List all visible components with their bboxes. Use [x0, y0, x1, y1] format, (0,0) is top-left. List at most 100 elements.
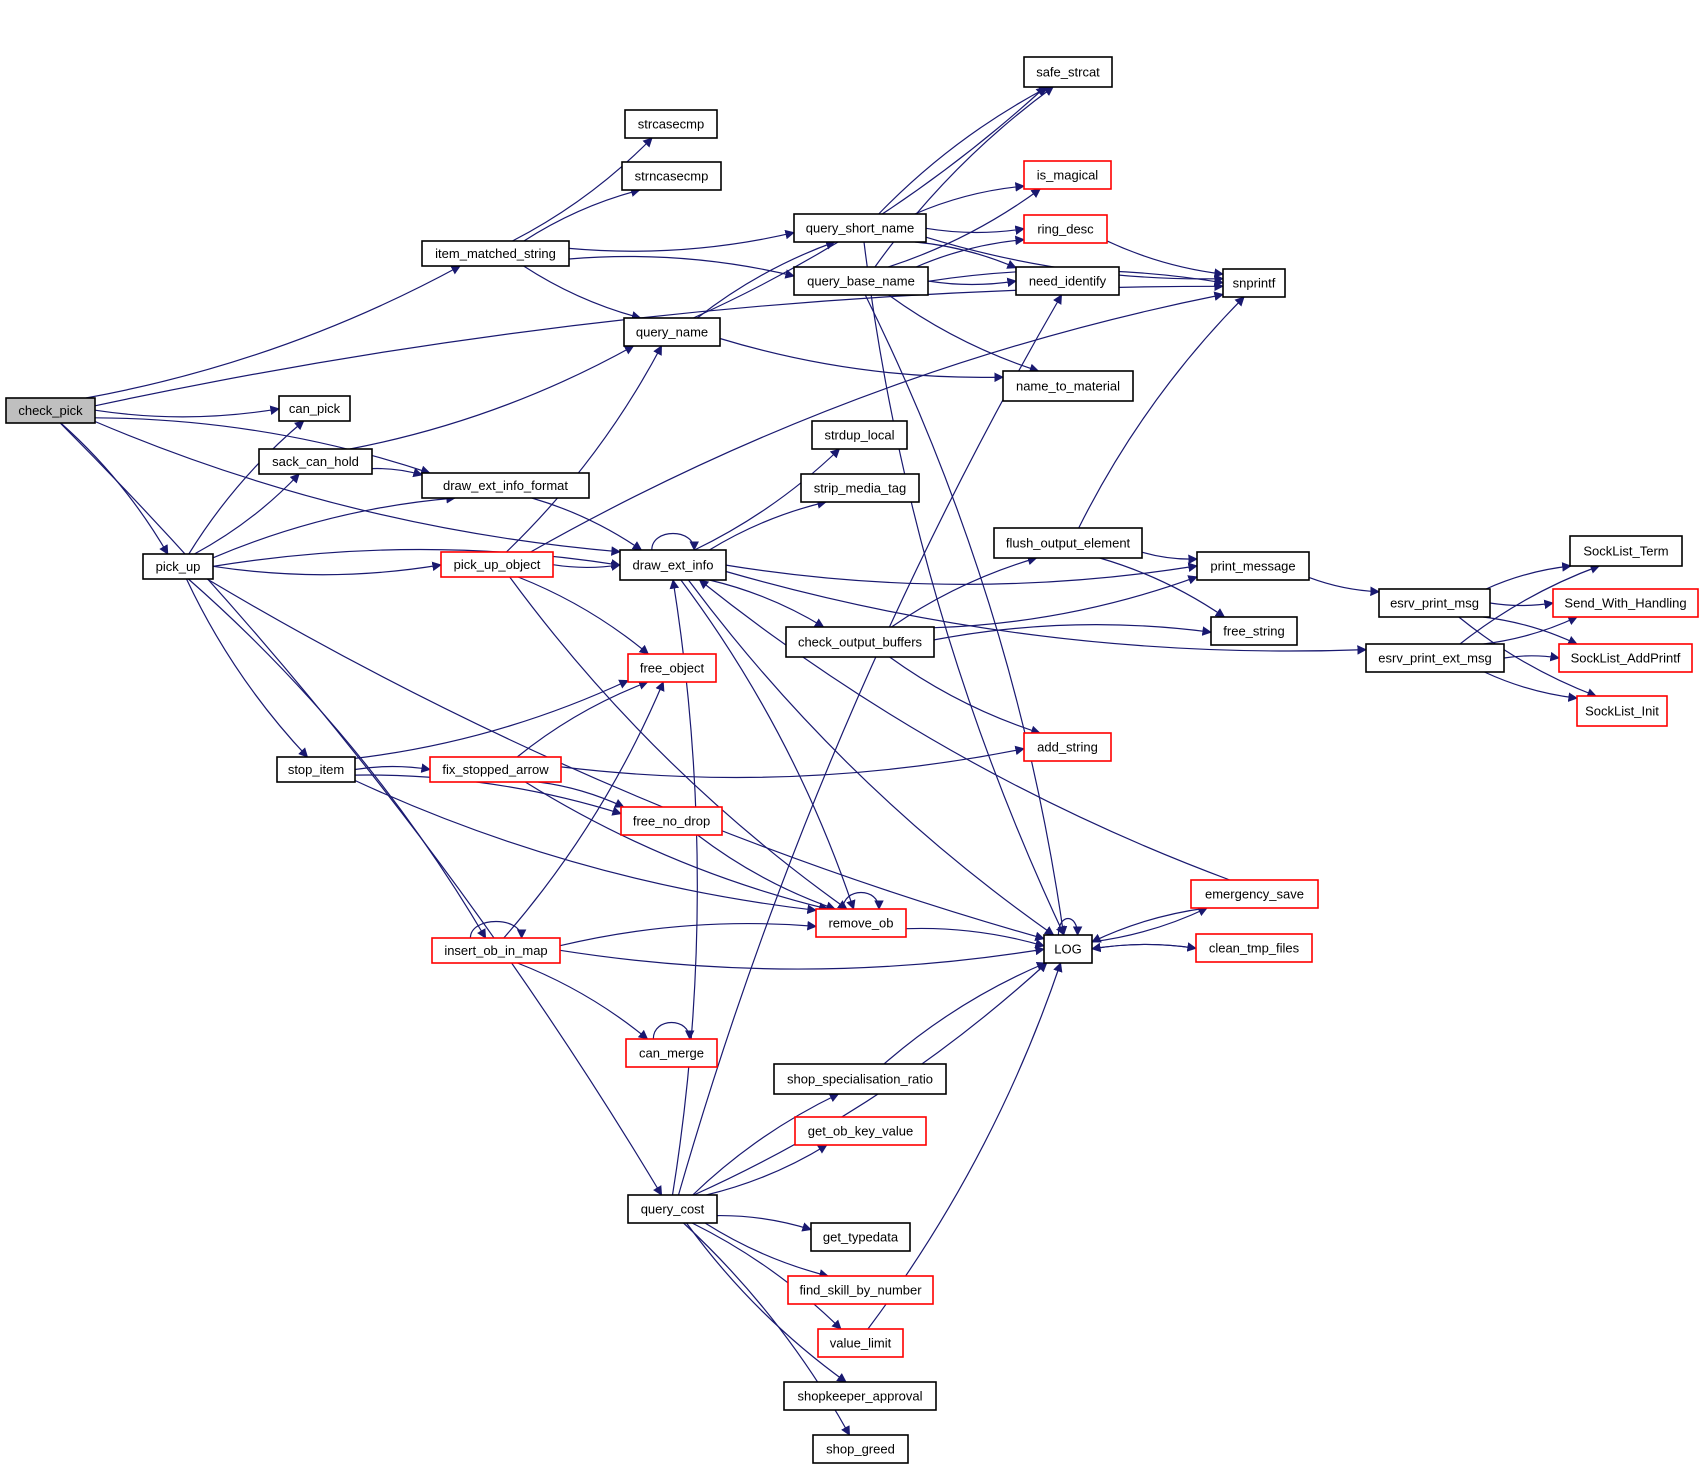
edge-emergency_save-to-draw_ext_info: [698, 579, 1231, 881]
node-box-need_identify: [1015, 266, 1120, 296]
node-label-safe_strcat: safe_strcat: [1036, 65, 1100, 80]
edge-item_matched_string-to-strcasecmp: [512, 137, 653, 242]
node-name_to_material[interactable]: name_to_material: [1002, 370, 1134, 402]
node-shop_greed[interactable]: shop_greed: [812, 1434, 909, 1464]
node-label-strip_media_tag: strip_media_tag: [814, 481, 907, 496]
node-need_identify[interactable]: need_identify: [1015, 266, 1120, 296]
node-check_pick[interactable]: check_pick: [5, 397, 96, 424]
node-strip_media_tag[interactable]: strip_media_tag: [800, 473, 920, 503]
node-query_name[interactable]: query_name: [623, 317, 721, 347]
node-shopkeeper_approval[interactable]: shopkeeper_approval: [783, 1381, 937, 1411]
edge-clean_tmp_files-to-LOG: [1091, 942, 1197, 953]
edge-pick_up-to-can_pick: [188, 420, 305, 555]
node-ring_desc[interactable]: ring_desc: [1023, 214, 1108, 244]
edge-draw_ext_info-to-esrv_print_ext_msg: [725, 570, 1367, 655]
node-box-flush_output_element: [993, 527, 1143, 559]
edge-draw_ext_info-to-strip_media_tag: [709, 499, 827, 551]
node-find_skill_by_number[interactable]: find_skill_by_number: [787, 1275, 934, 1305]
node-SockList_Init[interactable]: SockList_Init: [1576, 695, 1668, 727]
edge-draw_ext_info-to-draw_ext_info: [651, 532, 699, 551]
node-get_ob_key_value[interactable]: get_ob_key_value: [794, 1116, 927, 1146]
node-esrv_print_ext_msg[interactable]: esrv_print_ext_msg: [1365, 643, 1505, 673]
node-remove_ob[interactable]: remove_ob: [815, 908, 907, 938]
node-pick_up_object[interactable]: pick_up_object: [440, 551, 554, 578]
node-shop_specialisation_ratio[interactable]: shop_specialisation_ratio: [773, 1063, 947, 1095]
node-query_cost[interactable]: query_cost: [627, 1194, 718, 1224]
node-add_string[interactable]: add_string: [1023, 732, 1112, 762]
node-check_output_buffers[interactable]: check_output_buffers: [785, 626, 935, 658]
node-label-query_name: query_name: [636, 325, 708, 340]
node-query_short_name[interactable]: query_short_name: [793, 213, 927, 243]
node-esrv_print_msg[interactable]: esrv_print_msg: [1378, 588, 1491, 618]
node-label-shop_greed: shop_greed: [826, 1442, 895, 1457]
node-SockList_AddPrintf[interactable]: SockList_AddPrintf: [1558, 643, 1693, 673]
node-value_limit[interactable]: value_limit: [817, 1328, 904, 1358]
edge-LOG-to-emergency_save: [1091, 907, 1208, 943]
node-pick_up[interactable]: pick_up: [142, 553, 214, 580]
node-draw_ext_info_format[interactable]: draw_ext_info_format: [421, 472, 590, 499]
node-strdup_local[interactable]: strdup_local: [811, 420, 908, 450]
node-box-strdup_local: [811, 420, 908, 450]
edge-esrv_print_msg-to-SockList_Term: [1485, 562, 1572, 590]
node-label-clean_tmp_files: clean_tmp_files: [1209, 941, 1300, 956]
node-label-SockList_Term: SockList_Term: [1583, 544, 1668, 559]
edge-esrv_print_msg-to-SockList_Init: [1458, 616, 1597, 698]
node-box-esrv_print_ext_msg: [1365, 643, 1505, 673]
node-stop_item[interactable]: stop_item: [276, 756, 356, 783]
edge-esrv_print_msg-to-Send_With_Handling: [1489, 599, 1554, 610]
edge-emergency_save-to-LOG: [1091, 907, 1208, 943]
node-free_object[interactable]: free_object: [627, 653, 717, 683]
node-strncasecmp[interactable]: strncasecmp: [621, 161, 722, 191]
node-box-check_output_buffers: [785, 626, 935, 658]
edge-query_short_name-to-ring_desc: [925, 225, 1025, 235]
node-emergency_save[interactable]: emergency_save: [1190, 879, 1319, 909]
node-box-shop_greed: [812, 1434, 909, 1464]
node-label-ring_desc: ring_desc: [1037, 222, 1094, 237]
node-box-emergency_save: [1190, 879, 1319, 909]
node-fix_stopped_arrow[interactable]: fix_stopped_arrow: [429, 756, 562, 783]
node-label-value_limit: value_limit: [830, 1336, 892, 1351]
node-box-remove_ob: [815, 908, 907, 938]
node-clean_tmp_files[interactable]: clean_tmp_files: [1195, 933, 1313, 963]
edge-esrv_print_msg-to-SockList_AddPrintf: [1483, 616, 1578, 645]
node-free_no_drop[interactable]: free_no_drop: [620, 806, 723, 836]
edge-ring_desc-to-snprintf: [1106, 240, 1224, 278]
node-can_merge[interactable]: can_merge: [625, 1038, 718, 1068]
node-box-SockList_Init: [1576, 695, 1668, 727]
node-label-draw_ext_info: draw_ext_info: [633, 558, 714, 573]
node-label-can_pick: can_pick: [289, 401, 341, 416]
edge-pick_up_object-to-free_object: [517, 576, 650, 655]
node-get_typedata[interactable]: get_typedata: [810, 1222, 911, 1252]
edge-query_short_name-to-LOG: [863, 241, 1065, 936]
node-strcasecmp[interactable]: strcasecmp: [624, 109, 718, 139]
edge-query_base_name-to-name_to_material: [888, 294, 1040, 373]
node-insert_ob_in_map[interactable]: insert_ob_in_map: [431, 937, 561, 964]
node-flush_output_element[interactable]: flush_output_element: [993, 527, 1143, 559]
node-box-sack_can_hold: [258, 448, 373, 475]
node-query_base_name[interactable]: query_base_name: [793, 266, 929, 296]
node-label-insert_ob_in_map: insert_ob_in_map: [444, 943, 547, 958]
node-is_magical[interactable]: is_magical: [1023, 160, 1112, 190]
node-sack_can_hold[interactable]: sack_can_hold: [258, 448, 373, 475]
node-print_message[interactable]: print_message: [1196, 551, 1310, 581]
node-draw_ext_info[interactable]: draw_ext_info: [619, 549, 727, 581]
node-box-safe_strcat: [1023, 56, 1113, 88]
edge-shop_specialisation_ratio-to-LOG: [883, 961, 1047, 1065]
edge-pick_up-to-stop_item: [185, 578, 309, 758]
node-free_string[interactable]: free_string: [1210, 616, 1298, 646]
edge-esrv_print_ext_msg-to-SockList_AddPrintf: [1503, 651, 1560, 662]
node-LOG[interactable]: LOG: [1043, 934, 1093, 964]
edge-item_matched_string-to-query_short_name: [568, 229, 795, 252]
node-safe_strcat[interactable]: safe_strcat: [1023, 56, 1113, 88]
node-label-name_to_material: name_to_material: [1016, 379, 1120, 394]
node-box-query_base_name: [793, 266, 929, 296]
edge-flush_output_element-to-print_message: [1141, 551, 1198, 565]
node-can_pick[interactable]: can_pick: [278, 395, 351, 422]
node-box-fix_stopped_arrow: [429, 756, 562, 783]
edge-insert_ob_in_map-to-can_merge: [517, 962, 649, 1040]
node-SockList_Term[interactable]: SockList_Term: [1569, 535, 1683, 567]
node-item_matched_string[interactable]: item_matched_string: [421, 240, 570, 267]
node-snprintf[interactable]: snprintf: [1222, 268, 1286, 298]
node-Send_With_Handling[interactable]: Send_With_Handling: [1552, 588, 1699, 618]
